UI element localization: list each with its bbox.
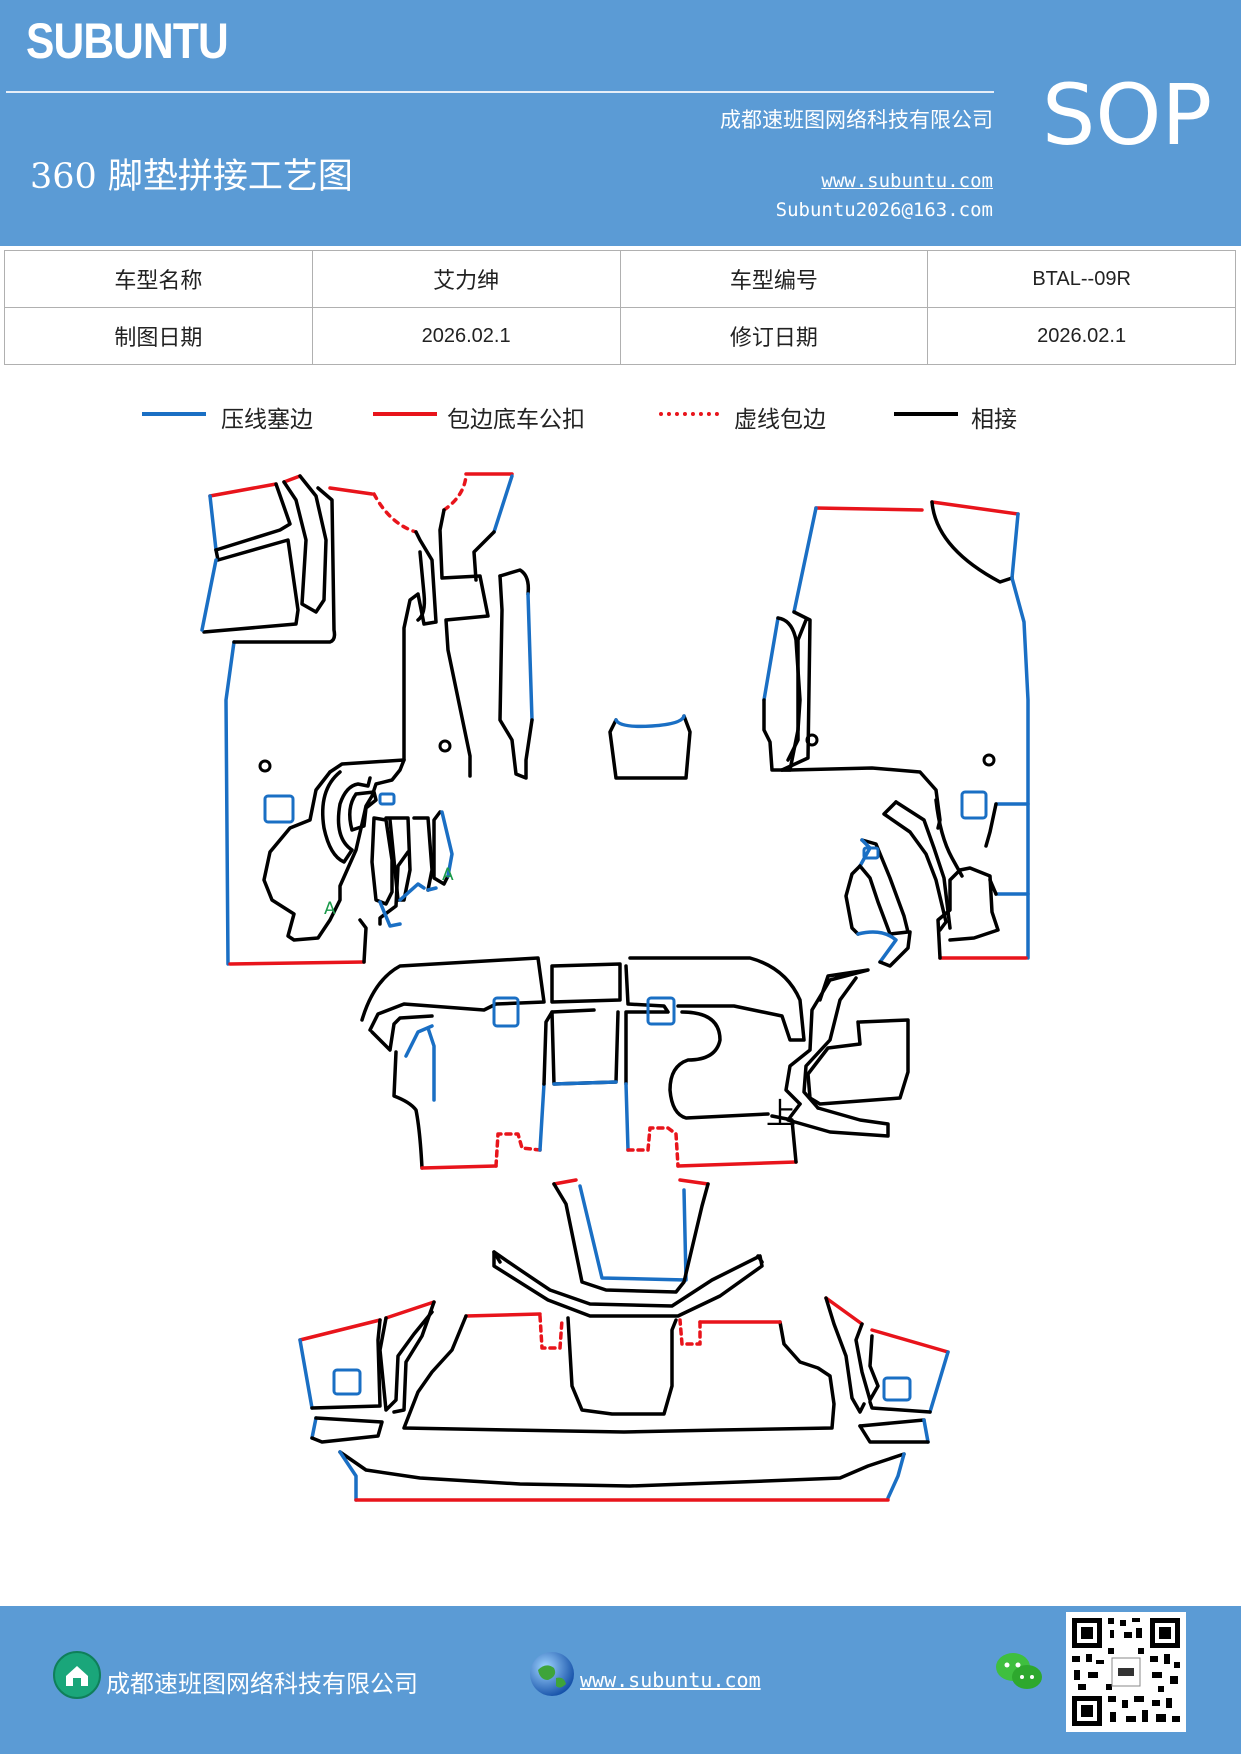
globe-icon xyxy=(530,1652,574,1696)
mark-a-right: A xyxy=(442,865,454,885)
brand-logo: SUBUNTU xyxy=(26,13,229,69)
header-divider xyxy=(6,91,994,93)
mat-piece-rear-row xyxy=(298,1296,950,1502)
home-icon xyxy=(53,1651,101,1699)
mat-piece-middle xyxy=(360,956,910,1170)
info-table: 车型名称 艾力绅 车型编号 BTAL--09R 制图日期 2026.02.1 修… xyxy=(4,250,1236,365)
mark-up: 上 xyxy=(766,1097,796,1132)
model-name-value: 艾力绅 xyxy=(311,250,621,308)
qr-code xyxy=(1066,1612,1186,1732)
website-link[interactable]: www.subuntu.com xyxy=(821,170,993,192)
page-title: 360 脚垫拼接工艺图 xyxy=(30,157,353,197)
floor-mat-diagram: A A 上 xyxy=(200,472,1030,1502)
legend-label: 相接 xyxy=(971,407,1017,433)
mark-a-left: A xyxy=(324,899,336,919)
mat-piece-center-tab xyxy=(608,714,692,780)
legend-swatch xyxy=(142,412,206,416)
model-code-value: BTAL--09R xyxy=(927,250,1236,308)
rev-date-label: 修订日期 xyxy=(619,307,929,365)
footer-website-link[interactable]: www.subuntu.com xyxy=(580,1668,761,1692)
legend-swatch xyxy=(894,412,958,416)
mat-piece-front-right xyxy=(762,500,1030,968)
rev-date-value: 2026.02.1 xyxy=(927,307,1236,365)
legend-label: 压线塞边 xyxy=(221,407,313,433)
company-name: 成都速班图网络科技有限公司 xyxy=(720,108,993,132)
model-name-label: 车型名称 xyxy=(4,250,313,308)
table-row: 制图日期 2026.02.1 修订日期 2026.02.1 xyxy=(4,307,1236,365)
mat-piece-rear-center xyxy=(492,1178,764,1318)
legend: 压线塞边 包边底车公扣 虚线包边 相接 xyxy=(0,400,1241,440)
legend-label: 虚线包边 xyxy=(734,407,826,433)
header-banner: SUBUNTU 成都速班图网络科技有限公司 360 脚垫拼接工艺图 www.su… xyxy=(0,0,1241,246)
table-row: 车型名称 艾力绅 车型编号 BTAL--09R xyxy=(4,250,1236,308)
legend-label: 包边底车公扣 xyxy=(447,407,585,433)
email-address: Subuntu2026@163.com xyxy=(775,199,993,221)
footer-banner: 成都速班图网络科技有限公司 www.subuntu.com xyxy=(0,1606,1241,1754)
legend-swatch xyxy=(659,412,719,416)
sop-badge: SOP xyxy=(1042,66,1213,164)
model-code-label: 车型编号 xyxy=(619,250,929,308)
draw-date-label: 制图日期 xyxy=(4,307,313,365)
mat-piece-front-left xyxy=(200,472,534,966)
draw-date-value: 2026.02.1 xyxy=(311,307,621,365)
legend-swatch xyxy=(373,412,437,416)
wechat-icon xyxy=(996,1653,1042,1689)
footer-company-name: 成都速班图网络科技有限公司 xyxy=(106,1670,418,1698)
